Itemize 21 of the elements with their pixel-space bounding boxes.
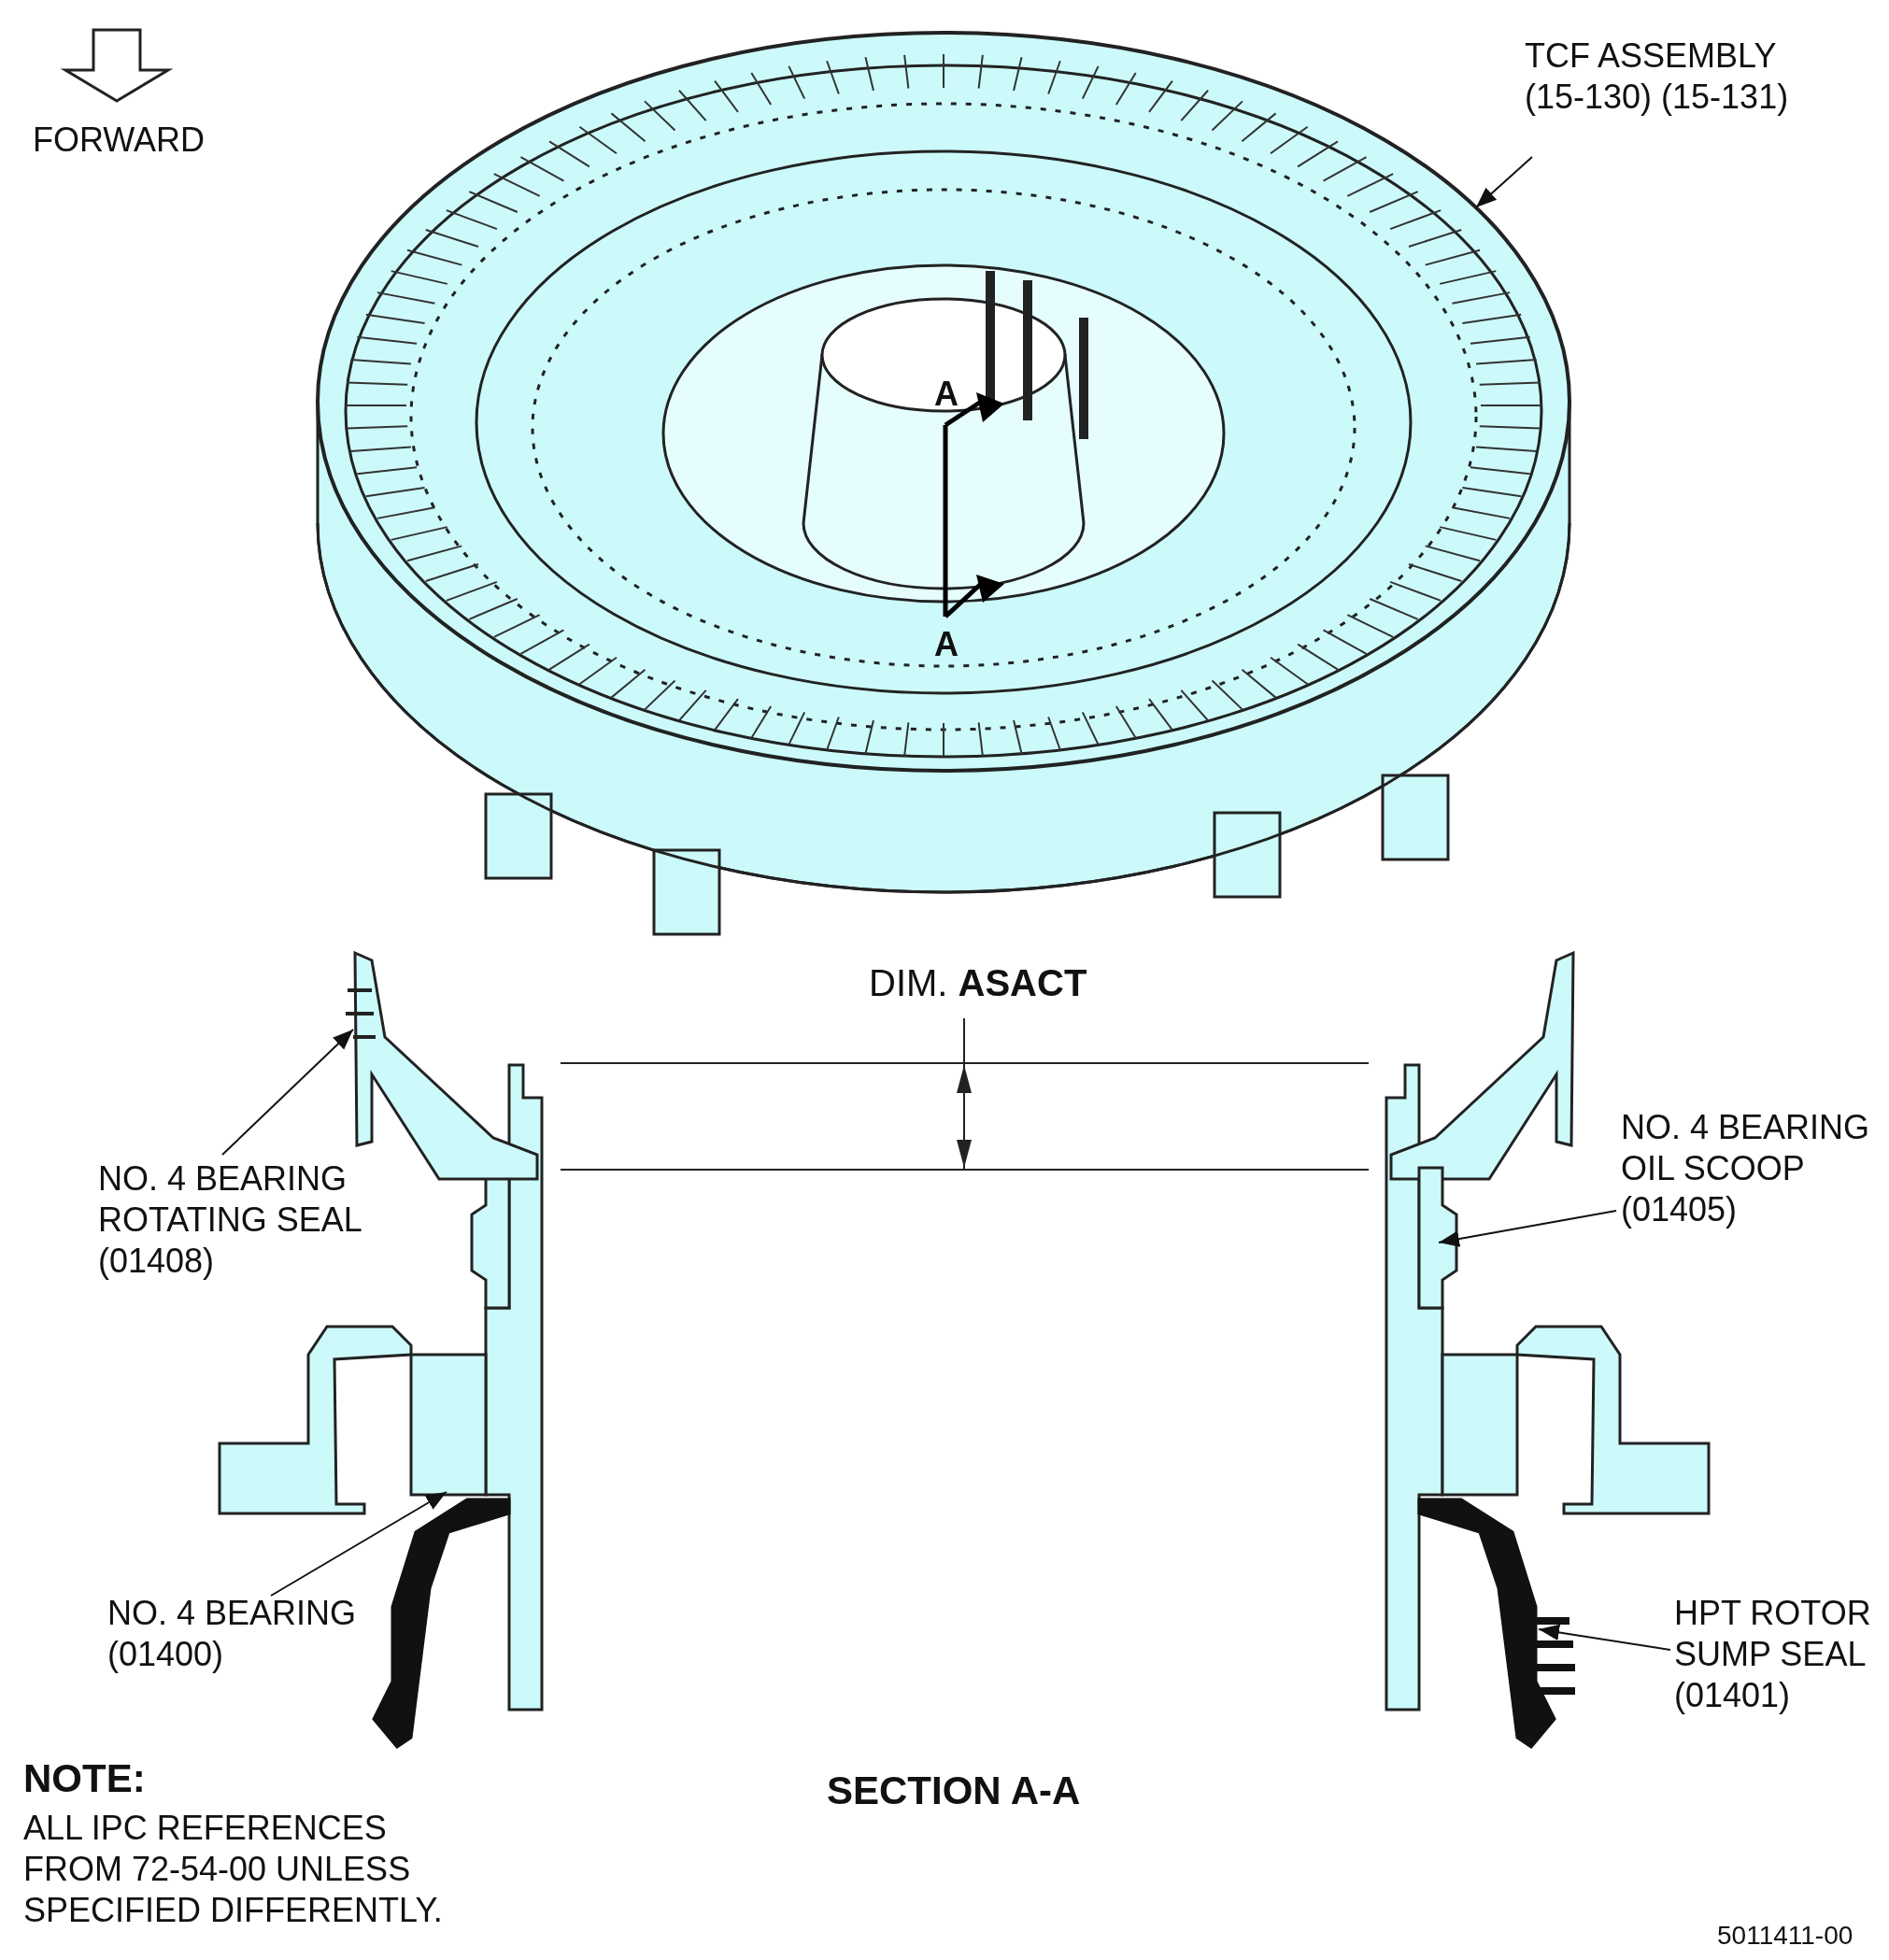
leader-line: [1438, 1210, 1617, 1247]
callout-label: HPT ROTOR SUMP SEAL (01401): [1674, 1593, 1889, 1716]
leader-line: [1475, 156, 1533, 208]
bearing-part: [409, 1353, 488, 1497]
callout-label: NO. 4 BEARING OIL SCOOP (01405): [1621, 1107, 1878, 1230]
section-letter: A: [934, 624, 959, 665]
drawing-number: 5011411-00: [1717, 1920, 1853, 1952]
note-heading: NOTE:: [23, 1758, 146, 1799]
leader-line: [1538, 1624, 1671, 1651]
note-text: ALL IPC REFERENCES FROM 72-54-00 UNLESS SPECIFIED DIFFERENTLY.: [23, 1808, 444, 1931]
callout-label: NO. 4 BEARING (01400): [107, 1593, 388, 1675]
callout-label: TCF ASSEMBLY (15-130) (15-131): [1525, 36, 1805, 118]
section-title: SECTION A-A: [827, 1770, 1081, 1811]
section-letter: A: [934, 374, 959, 415]
rotating-seal-part: [344, 950, 539, 1181]
view-label: FORWARD: [33, 120, 205, 161]
callout-label: NO. 4 BEARING ROTATING SEAL (01408): [98, 1158, 378, 1282]
leader-line: [221, 1029, 354, 1156]
leader-line: [270, 1491, 447, 1597]
dimension-label: DIM. ASACT: [869, 962, 1087, 1003]
oil-scoop-part: [1417, 1166, 1458, 1310]
